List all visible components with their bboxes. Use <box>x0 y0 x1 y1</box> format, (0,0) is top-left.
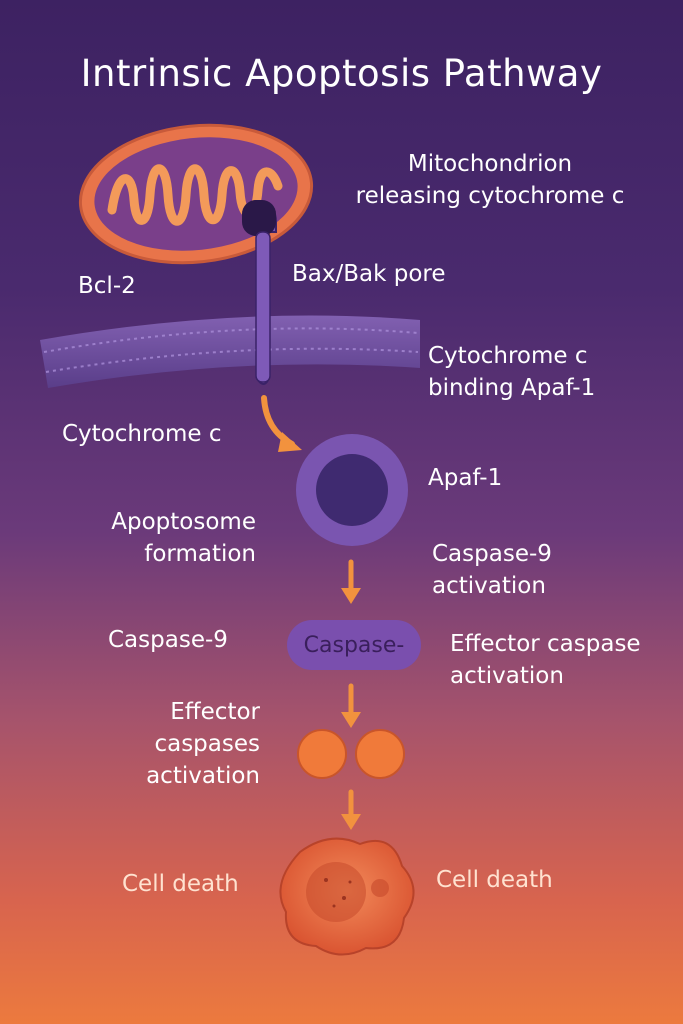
diagram-title: Intrinsic Apoptosis Pathway <box>80 52 603 95</box>
label-apoptosome-line2: formation <box>144 541 256 567</box>
dying-cell-graphic <box>279 837 415 956</box>
arrow-to-cell-death <box>341 789 361 830</box>
label-mitochondrion-line1: Mitochondrion <box>407 151 573 177</box>
label-cytochrome-binding-line2: binding Apaf-1 <box>428 375 596 401</box>
apaf1-apoptosome-graphic <box>296 434 408 546</box>
label-caspase9-activation-line2: activation <box>432 573 546 599</box>
label-bcl2: Bcl-2 <box>78 273 136 299</box>
label-apoptosome-formation: Apoptosome formation <box>60 506 256 570</box>
label-mitochondrion: Mitochondrion releasing cytochrome c <box>340 148 640 212</box>
caspase-pill-label: Caspase- <box>303 633 405 658</box>
label-cell-death-left: Cell death <box>122 871 239 897</box>
label-mitochondrion-line2: releasing cytochrome c <box>355 183 625 209</box>
label-cell-death-right: Cell death <box>436 867 553 893</box>
label-bax-bak-pore: Bax/Bak pore <box>292 261 446 287</box>
label-effector-caspases: Effector caspases activation <box>60 696 260 792</box>
cytochrome-release-arrow <box>261 395 302 452</box>
cell-membrane <box>40 315 420 388</box>
label-effector-caspases-line2: caspases <box>154 731 260 757</box>
bax-bak-pore-graphic <box>242 200 277 385</box>
label-caspase9-activation: Caspase-9 activation <box>432 538 552 602</box>
label-cytochrome-c: Cytochrome c <box>62 421 222 447</box>
label-effector-caspase-activation: Effector caspase activation <box>450 628 641 692</box>
label-effector-caspases-line3: activation <box>146 763 260 789</box>
label-cytochrome-binding: Cytochrome c binding Apaf-1 <box>428 340 595 404</box>
arrow-to-effectors <box>341 683 361 728</box>
effector-caspases-graphic <box>297 729 405 779</box>
label-effector-caspase-activation-line2: activation <box>450 663 564 689</box>
mitochondrion-graphic <box>78 123 314 265</box>
label-cytochrome-binding-line1: Cytochrome c <box>428 343 588 369</box>
caspase-pill-shape <box>287 620 421 670</box>
label-apoptosome-line1: Apoptosome <box>111 509 256 535</box>
arrow-to-caspase9 <box>341 559 361 604</box>
label-caspase9-activation-line1: Caspase-9 <box>432 541 552 567</box>
label-apaf1: Apaf-1 <box>428 465 503 491</box>
label-effector-caspases-line1: Effector <box>170 699 260 725</box>
label-caspase9: Caspase-9 <box>108 627 228 653</box>
label-effector-caspase-activation-line1: Effector caspase <box>450 631 641 657</box>
